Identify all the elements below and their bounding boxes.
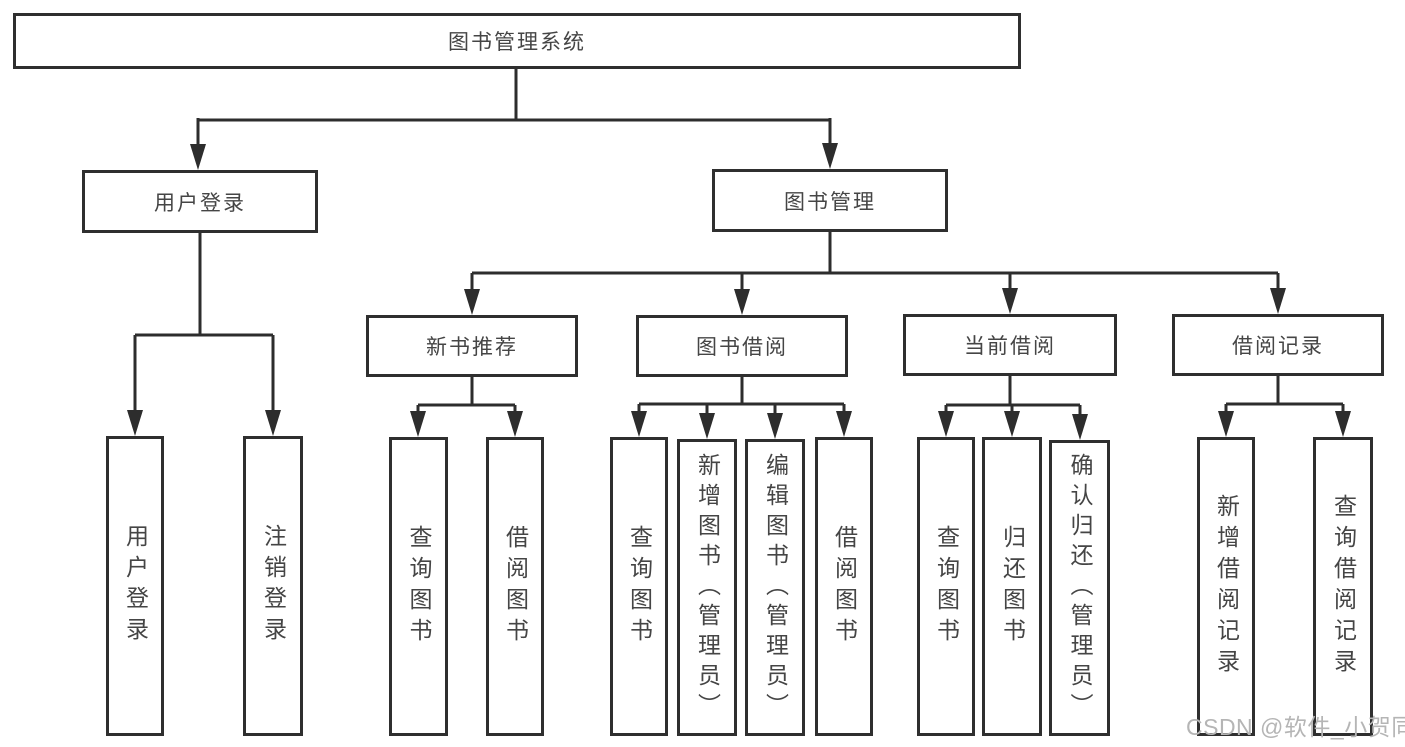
node-current-borrowing: 当前借阅 bbox=[903, 314, 1117, 376]
node-book-management-module: 图书管理 bbox=[712, 169, 948, 232]
node-borrowing-records: 借阅记录 bbox=[1172, 314, 1384, 376]
node-new-book-recommend: 新书推荐 bbox=[366, 315, 578, 377]
node-leaf-user-login: 用户登录 bbox=[106, 436, 164, 736]
node-leaf-nbr-borrow-books: 借阅图书 bbox=[486, 437, 544, 736]
node-leaf-bb-borrow-books: 借阅图书 bbox=[815, 437, 873, 736]
node-user-login-module: 用户登录 bbox=[82, 170, 318, 233]
node-leaf-logout: 注销登录 bbox=[243, 436, 303, 736]
node-leaf-bb-query-books: 查询图书 bbox=[610, 437, 668, 736]
node-leaf-cb-query-books: 查询图书 bbox=[917, 437, 975, 736]
node-leaf-br-add-record: 新增借阅记录 bbox=[1197, 437, 1255, 736]
arrowheads bbox=[127, 143, 1351, 440]
node-leaf-cb-confirm-return-admin: 确认归还（管理员） bbox=[1049, 440, 1110, 736]
node-leaf-bb-edit-books-admin: 编辑图书（管理员） bbox=[745, 439, 805, 736]
node-leaf-nbr-query-books: 查询图书 bbox=[389, 437, 448, 736]
node-root-system: 图书管理系统 bbox=[13, 13, 1021, 69]
node-leaf-cb-return-books: 归还图书 bbox=[982, 437, 1042, 736]
node-leaf-bb-add-books-admin: 新增图书（管理员） bbox=[677, 439, 737, 736]
node-leaf-br-query-record: 查询借阅记录 bbox=[1313, 437, 1373, 736]
csdn-watermark: CSDN @软件_小贺同学 bbox=[1186, 714, 1405, 740]
node-book-borrowing: 图书借阅 bbox=[636, 315, 848, 377]
